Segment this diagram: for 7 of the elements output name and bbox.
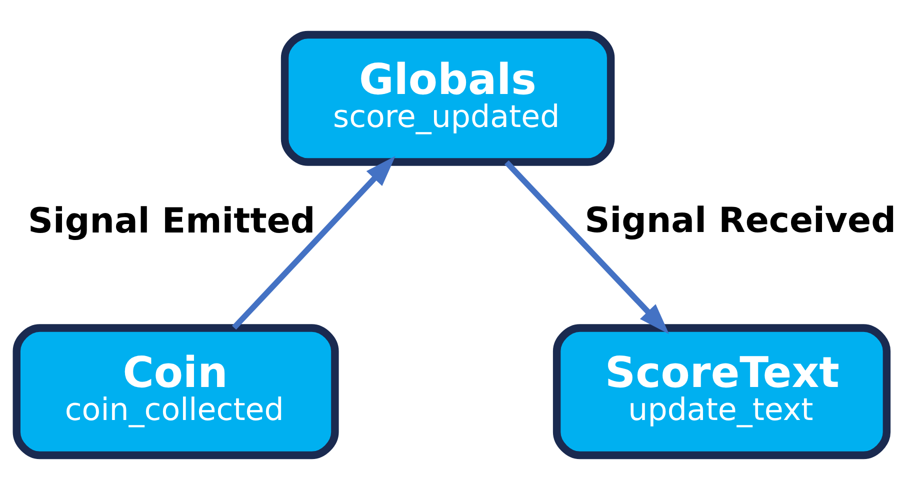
node-box: Coin coin_collected (12, 324, 339, 460)
arrow (504, 160, 670, 334)
arrow (232, 156, 396, 330)
node-box: Globals score_updated (280, 30, 615, 166)
node-box: ScoreText update_text (552, 324, 891, 460)
edge-label: Signal Received (584, 201, 896, 242)
edge-label: Signal Emitted (28, 201, 316, 242)
